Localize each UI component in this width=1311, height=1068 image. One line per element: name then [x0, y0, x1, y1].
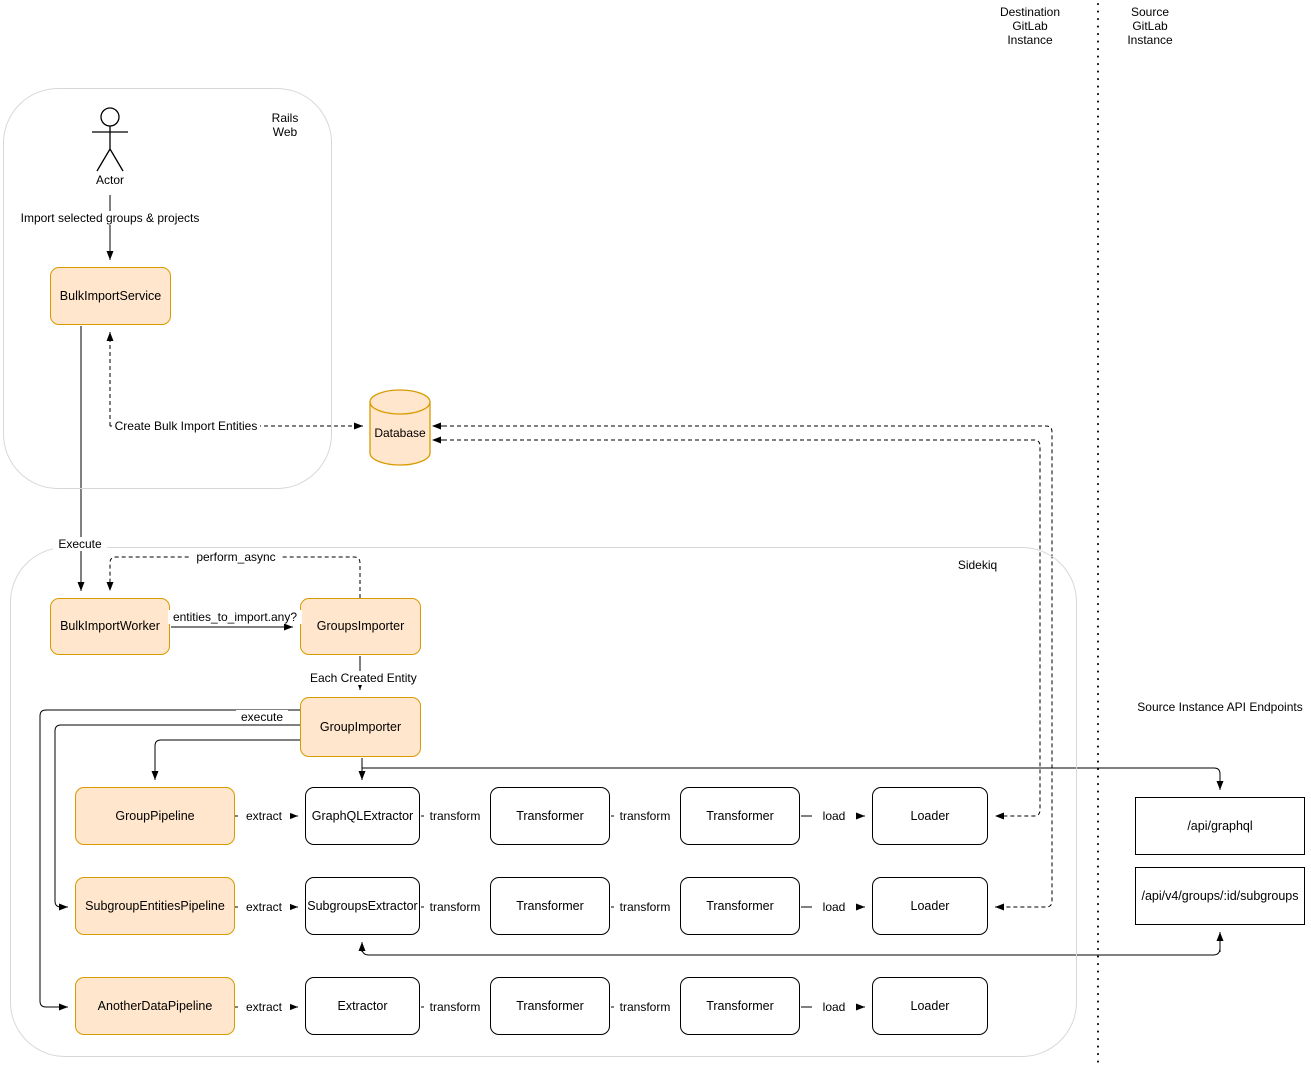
- edge-label-import-selected: Import selected groups & projects: [18, 211, 202, 225]
- api-endpoint-graphql: /api/graphql: [1135, 797, 1305, 855]
- edge-label-transform: transform: [424, 809, 486, 823]
- node-groups-importer: GroupsImporter: [300, 598, 421, 655]
- edge-label-transform: transform: [424, 1000, 486, 1014]
- node-loader: Loader: [872, 787, 988, 845]
- api-endpoints-title: Source Instance API Endpoints: [1137, 700, 1303, 714]
- node-group-pipeline: GroupPipeline: [75, 787, 235, 845]
- edge-label-extract: extract: [238, 809, 290, 823]
- edge-label-transform: transform: [614, 900, 676, 914]
- edge-label-extract: extract: [238, 1000, 290, 1014]
- edge-label-transform: transform: [424, 900, 486, 914]
- node-bulk-import-worker: BulkImportWorker: [50, 598, 170, 655]
- edge-label-entities-to-import: entities_to_import.any?: [168, 610, 302, 624]
- node-bulk-import-service: BulkImportService: [50, 267, 171, 325]
- edge-label-create-bulk-import-entities: Create Bulk Import Entities: [112, 419, 260, 433]
- database-label: Database: [374, 426, 426, 440]
- node-loader: Loader: [872, 977, 988, 1035]
- edge-label-execute-pipelines: execute: [236, 710, 288, 724]
- node-transformer: Transformer: [680, 977, 800, 1035]
- node-transformer: Transformer: [490, 877, 610, 935]
- edge-label-execute: Execute: [53, 537, 107, 551]
- node-transformer: Transformer: [490, 977, 610, 1035]
- destination-instance-label: Destination GitLab Instance: [999, 5, 1061, 47]
- rails-web-container: [3, 88, 332, 489]
- edge-label-load: load: [812, 900, 856, 914]
- edge-label-extract: extract: [238, 900, 290, 914]
- edge-label-load: load: [812, 1000, 856, 1014]
- sidekiq-container: [10, 547, 1077, 1057]
- edge-label-load: load: [812, 809, 856, 823]
- node-transformer: Transformer: [680, 877, 800, 935]
- node-graphql-extractor: GraphQLExtractor: [305, 787, 420, 845]
- edge-label-transform: transform: [614, 1000, 676, 1014]
- node-subgroups-extractor: SubgroupsExtractor: [305, 877, 420, 935]
- edge-label-perform-async: perform_async: [190, 550, 282, 564]
- node-extractor: Extractor: [305, 977, 420, 1035]
- api-endpoint-subgroups: /api/v4/groups/:id/subgroups: [1135, 867, 1305, 925]
- node-transformer: Transformer: [680, 787, 800, 845]
- source-instance-label: Source GitLab Instance: [1127, 5, 1173, 47]
- node-subgroup-entities-pipeline: SubgroupEntitiesPipeline: [75, 877, 235, 935]
- rails-web-label: Rails Web: [271, 111, 299, 139]
- node-loader: Loader: [872, 877, 988, 935]
- node-another-data-pipeline: AnotherDataPipeline: [75, 977, 235, 1035]
- edge-label-each-created-entity: Each Created Entity: [310, 671, 417, 685]
- edge-label-transform: transform: [614, 809, 676, 823]
- node-transformer: Transformer: [490, 787, 610, 845]
- node-group-importer: GroupImporter: [300, 697, 421, 757]
- actor-label: Actor: [95, 173, 124, 187]
- sidekiq-label: Sidekiq: [957, 558, 998, 572]
